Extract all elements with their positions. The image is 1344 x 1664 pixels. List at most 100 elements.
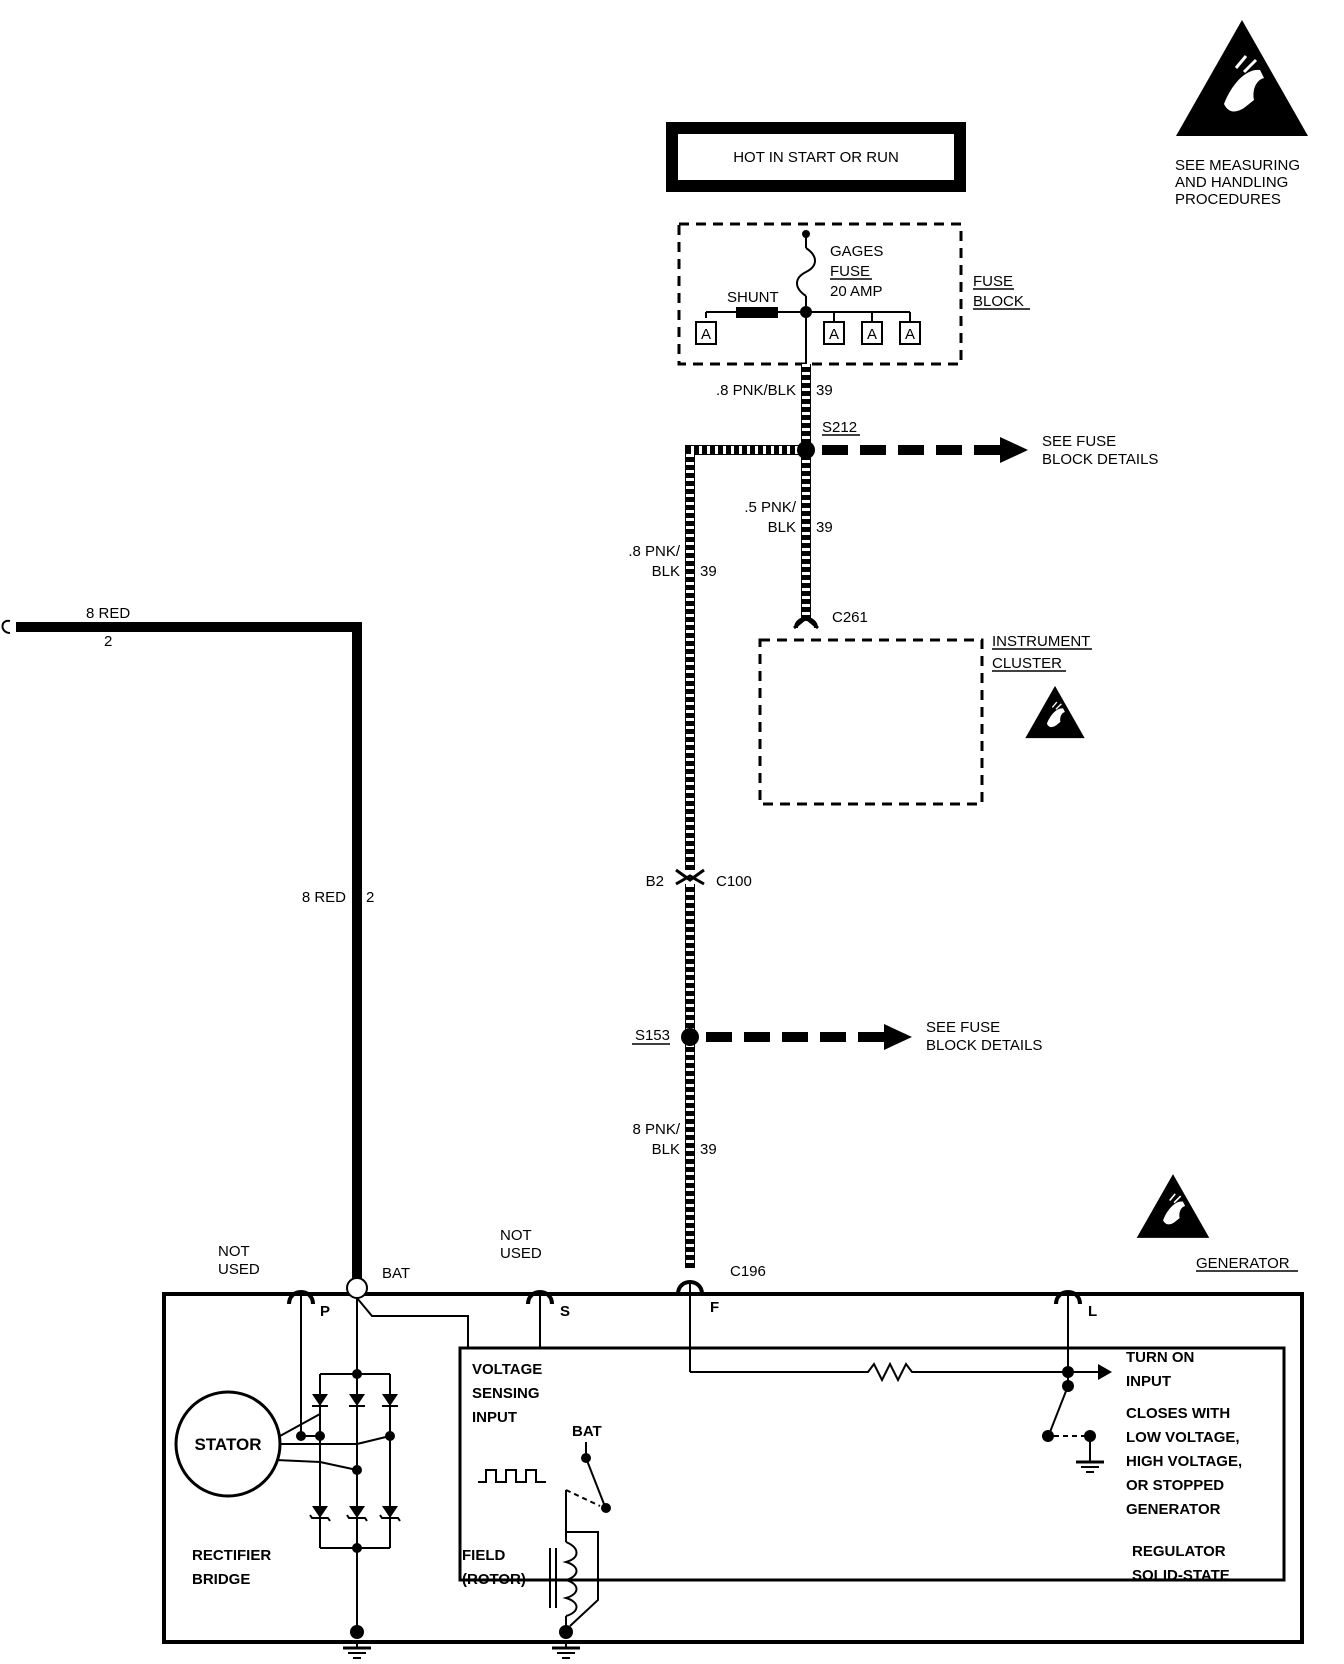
wire3-circuit: 39 xyxy=(700,563,717,580)
s153-label: S153 xyxy=(635,1027,670,1044)
closes-line-5: GENERATOR xyxy=(1126,1501,1221,1518)
wire4-gauge-1: 8 PNK/ xyxy=(632,1121,680,1138)
turn-on-label-1: TURN ON xyxy=(1126,1349,1194,1366)
rectifier-bridge xyxy=(301,1369,401,1553)
esd-hand-icon xyxy=(1174,18,1310,138)
shunt-icon xyxy=(736,307,778,318)
arrow-right-icon xyxy=(1000,437,1028,463)
ground-icon-switch xyxy=(1074,1452,1106,1474)
svg-text:A: A xyxy=(829,326,839,343)
instrument-cluster: INSTRUMENT CLUSTER xyxy=(758,633,1092,806)
generator-label: GENERATOR xyxy=(1196,1255,1290,1272)
esd-text-line2: AND HANDLING xyxy=(1175,174,1288,191)
cluster-label-1: INSTRUMENT xyxy=(992,633,1090,650)
generator-housing xyxy=(162,1292,1304,1644)
turn-on-switch-icon xyxy=(1049,1385,1069,1433)
red-top-circuit: 2 xyxy=(104,633,112,650)
connector-c100: B2 C100 xyxy=(646,868,752,890)
regulator-box xyxy=(458,1346,1286,1582)
red-wire: 8 RED 2 8 RED 2 xyxy=(1,605,374,1278)
esd-warning: SEE MEASURING AND HANDLING PROCEDURES xyxy=(1174,18,1310,208)
voltage-sensing-3: INPUT xyxy=(472,1409,517,1426)
field-coil-icon xyxy=(562,1541,578,1617)
rectifier-label-2: BRIDGE xyxy=(192,1571,250,1588)
fuse-icon xyxy=(796,247,816,297)
wire3-gauge-1: .8 PNK/ xyxy=(628,543,681,560)
terminal-f-label: F xyxy=(710,1299,719,1316)
zener-icon-1 xyxy=(309,1505,331,1522)
wire4-gauge-2: BLK xyxy=(652,1141,680,1158)
p-not-used-1: NOT xyxy=(218,1243,250,1260)
s-not-used-1: NOT xyxy=(500,1227,532,1244)
fuse-pin-1: A xyxy=(695,321,717,345)
wire2-circuit: 39 xyxy=(816,519,833,536)
turn-on-arrow-icon xyxy=(1098,1364,1112,1380)
b2-label: B2 xyxy=(646,873,664,890)
closes-line-1: CLOSES WITH xyxy=(1126,1405,1230,1422)
resistor-icon xyxy=(690,1361,1068,1383)
wire4-circuit: 39 xyxy=(700,1141,717,1158)
regulator-label-1: REGULATOR xyxy=(1132,1543,1226,1560)
pulse-signal-icon xyxy=(478,1469,546,1483)
turn-on-label-2: INPUT xyxy=(1126,1373,1171,1390)
s-not-used-2: USED xyxy=(500,1245,542,1262)
bat-label: BAT xyxy=(382,1265,410,1282)
terminal-l-label: L xyxy=(1088,1303,1097,1320)
terminal-bat xyxy=(346,1277,368,1299)
bat-inner-label: BAT xyxy=(572,1423,602,1440)
fuse-block-label-1: FUSE xyxy=(973,273,1013,290)
s153-details-line2: BLOCK DETAILS xyxy=(926,1037,1042,1054)
p-not-used-2: USED xyxy=(218,1261,260,1278)
fuse-rating: 20 AMP xyxy=(830,283,883,300)
fuse-pin-3: A xyxy=(861,321,883,345)
splice-s212: S212 SEE FUSE BLOCK DETAILS xyxy=(797,419,1158,468)
fuse-pin-4: A xyxy=(899,321,921,345)
fuse-block: GAGES FUSE 20 AMP SHUNT A A A A FUSE BLO… xyxy=(677,222,1030,366)
red-vert-circuit: 2 xyxy=(366,889,374,906)
s153-details-line1: SEE FUSE xyxy=(926,1019,1000,1036)
fuse-name: GAGES xyxy=(830,243,883,260)
wire3-gauge-2: BLK xyxy=(652,563,680,580)
arrow-right-icon-2 xyxy=(884,1024,912,1050)
closes-line-4: OR STOPPED xyxy=(1126,1477,1224,1494)
splice-s153: S153 SEE FUSE BLOCK DETAILS xyxy=(632,1019,1042,1054)
svg-text:A: A xyxy=(867,326,877,343)
regulator-label-2: SOLID-STATE xyxy=(1132,1567,1230,1584)
terminal-p-label: P xyxy=(320,1303,330,1320)
wire2-gauge-2: BLK xyxy=(768,519,796,536)
stator-label: STATOR xyxy=(194,1435,261,1454)
field-label-1: FIELD xyxy=(462,1547,505,1564)
red-top-gauge: 8 RED xyxy=(86,605,130,622)
c196-label: C196 xyxy=(730,1263,766,1280)
fuse-block-label-2: BLOCK xyxy=(973,293,1024,310)
wire2-gauge-1: .5 PNK/ xyxy=(744,499,797,516)
c100-label: C100 xyxy=(716,873,752,890)
svg-text:A: A xyxy=(905,326,915,343)
svg-text:A: A xyxy=(701,326,711,343)
generator: GENERATOR NOT USED P BAT NOT USED S C196… xyxy=(162,1227,1304,1660)
closes-line-3: HIGH VOLTAGE, xyxy=(1126,1453,1242,1470)
s212-label: S212 xyxy=(822,419,857,436)
esd-text-line1: SEE MEASURING xyxy=(1175,157,1300,174)
wire1-gauge: .8 PNK/BLK xyxy=(716,382,796,399)
power-source-banner: HOT IN START OR RUN xyxy=(666,122,966,192)
c261-label: C261 xyxy=(832,609,868,626)
connector-c261: C261 xyxy=(793,609,868,630)
zener-icon-2 xyxy=(346,1505,368,1522)
cluster-label-2: CLUSTER xyxy=(992,655,1062,672)
fuse-word: FUSE xyxy=(830,263,870,280)
zener-icon-3 xyxy=(379,1505,401,1522)
fuse-pin-2: A xyxy=(823,321,845,345)
wire1-circuit: 39 xyxy=(816,382,833,399)
diode-icon-2 xyxy=(348,1393,366,1407)
field-label-2: (ROTOR) xyxy=(462,1571,526,1588)
pnk-blk-wires xyxy=(685,364,811,1268)
s212-details-line2: BLOCK DETAILS xyxy=(1042,451,1158,468)
closes-line-2: LOW VOLTAGE, xyxy=(1126,1429,1240,1446)
diode-icon-3 xyxy=(381,1393,399,1407)
terminal-s-label: S xyxy=(560,1303,570,1320)
voltage-sensing-1: VOLTAGE xyxy=(472,1361,542,1378)
voltage-sensing-2: SENSING xyxy=(472,1385,540,1402)
esd-text-line3: PROCEDURES xyxy=(1175,191,1281,208)
